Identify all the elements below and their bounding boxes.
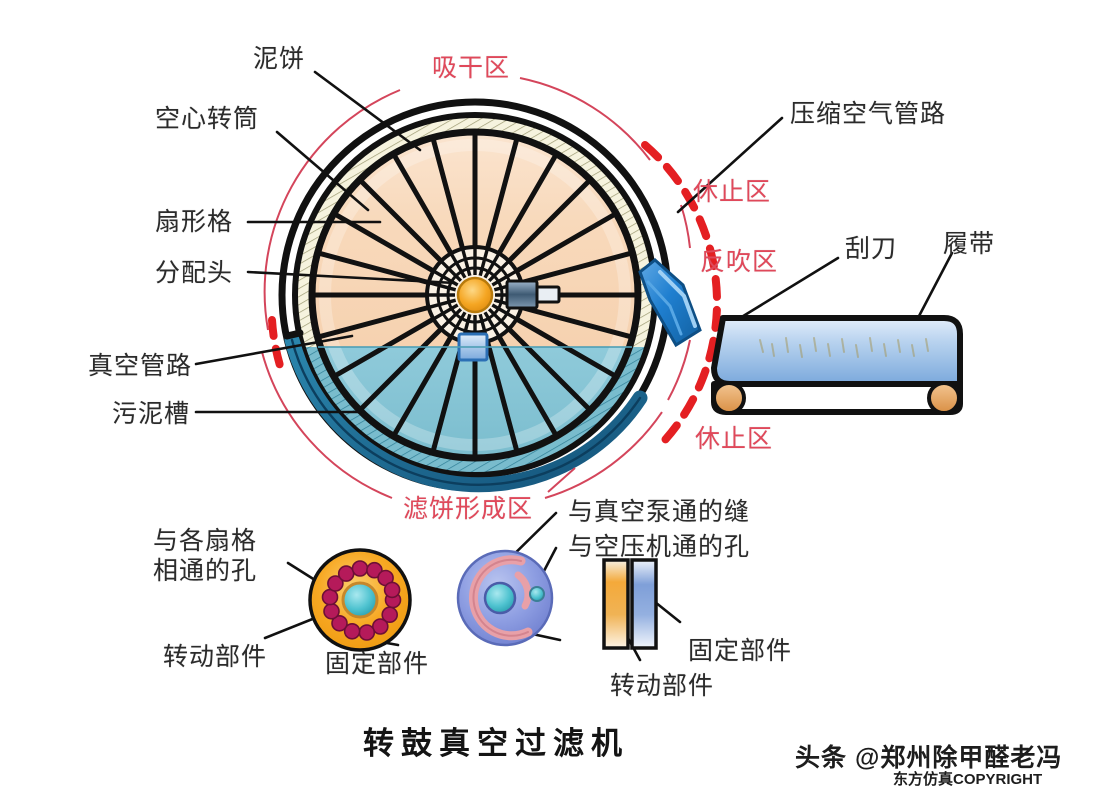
leader-scraper — [738, 256, 840, 320]
arc-rest-upper — [680, 204, 691, 249]
leader-compressed-air-line — [676, 116, 784, 214]
label-fixed-part-left: 固定部件 — [325, 651, 430, 678]
inner-slit — [514, 571, 532, 610]
vacuum-pump-slit-edge — [472, 558, 529, 637]
trough-lip — [283, 329, 304, 340]
watermark-account: 头条 @郑州除甲醛老冯 — [795, 744, 1063, 772]
leader-conveyor-belt — [916, 251, 954, 320]
belt-surface — [711, 315, 963, 387]
disc-center-bore — [341, 581, 379, 619]
dashed-zone-boundary-right — [641, 141, 722, 444]
label-vacuum-pipe: 真空管路 — [88, 353, 193, 380]
label-cake-forming-zone: 滤饼形成区 — [403, 496, 534, 523]
label-rotating-part-left: 转动部件 — [163, 644, 268, 671]
belt-cake-texture — [759, 337, 929, 358]
label-sector-cell: 扇形格 — [155, 209, 234, 236]
cake-band-ring — [296, 116, 654, 474]
air-compressor-hole — [529, 586, 545, 602]
label-hollow-drum: 空心转筒 — [155, 106, 260, 133]
label-sludge-trough: 污泥槽 — [112, 401, 191, 428]
rotating-part-column — [602, 558, 630, 650]
inner-drum-outline — [308, 128, 642, 462]
belt-roller-right — [927, 381, 961, 415]
scraper-blade — [638, 258, 702, 348]
hub-core — [456, 276, 494, 314]
small-diagram-rotating-disc — [308, 548, 412, 652]
sludge-trough-edge — [290, 338, 642, 486]
label-rotating-part-right: 转动部件 — [610, 673, 715, 700]
leader-distributor-head — [246, 270, 457, 285]
conveyor-belt — [711, 315, 963, 415]
label-holes-to-sectors: 与各扇格 相通的孔 — [153, 528, 258, 585]
leader-hollow-drum — [275, 130, 370, 212]
label-mud-cake: 泥饼 — [253, 46, 306, 73]
fixed-part-column — [630, 558, 658, 650]
belt-return — [711, 381, 963, 415]
label-rest-zone-lower: 休止区 — [695, 426, 774, 453]
fixed-disc-center — [483, 581, 517, 615]
drum-assembly — [278, 98, 672, 493]
arc-cake-left — [261, 351, 393, 499]
small-diagram-section-block — [602, 558, 658, 650]
sector-holes — [321, 560, 402, 641]
label-scraper: 刮刀 — [845, 236, 898, 263]
belt-roller-left — [712, 381, 746, 415]
dashed-zone-boundary-left — [268, 316, 286, 376]
zone-leader-lines — [547, 467, 576, 493]
leader-rotating-part-left — [263, 614, 322, 640]
label-fixed-part-right: 固定部件 — [688, 638, 793, 665]
leader-vacuum-pipe — [194, 334, 354, 366]
label-slit-to-vacuum-pump: 与真空泵通的缝 — [568, 499, 751, 526]
label-rest-zone-upper: 休止区 — [693, 179, 772, 206]
label-compressed-air-line: 压缩空气管路 — [790, 101, 947, 128]
leader-mud-cake — [313, 70, 422, 152]
label-distributor-head: 分配头 — [155, 260, 234, 287]
label-back-blow-zone: 反吹区 — [700, 249, 779, 276]
vacuum-pipe-connector — [505, 279, 620, 310]
label-suction-dry-zone: 吸干区 — [432, 55, 511, 82]
arc-suction-right — [519, 77, 651, 161]
small-diagram-fixed-disc — [456, 549, 554, 647]
label-hole-to-air-compressor: 与空压机通的孔 — [568, 534, 751, 561]
arc-cake-right — [544, 411, 663, 499]
diagram-title: 转鼓真空过滤机 — [363, 726, 629, 761]
label-conveyor-belt: 履带 — [943, 231, 996, 258]
leader-cake-zone — [547, 467, 576, 493]
watermark-copyright: 东方仿真COPYRIGHT — [893, 771, 1043, 788]
arc-rest-lower — [667, 339, 691, 401]
